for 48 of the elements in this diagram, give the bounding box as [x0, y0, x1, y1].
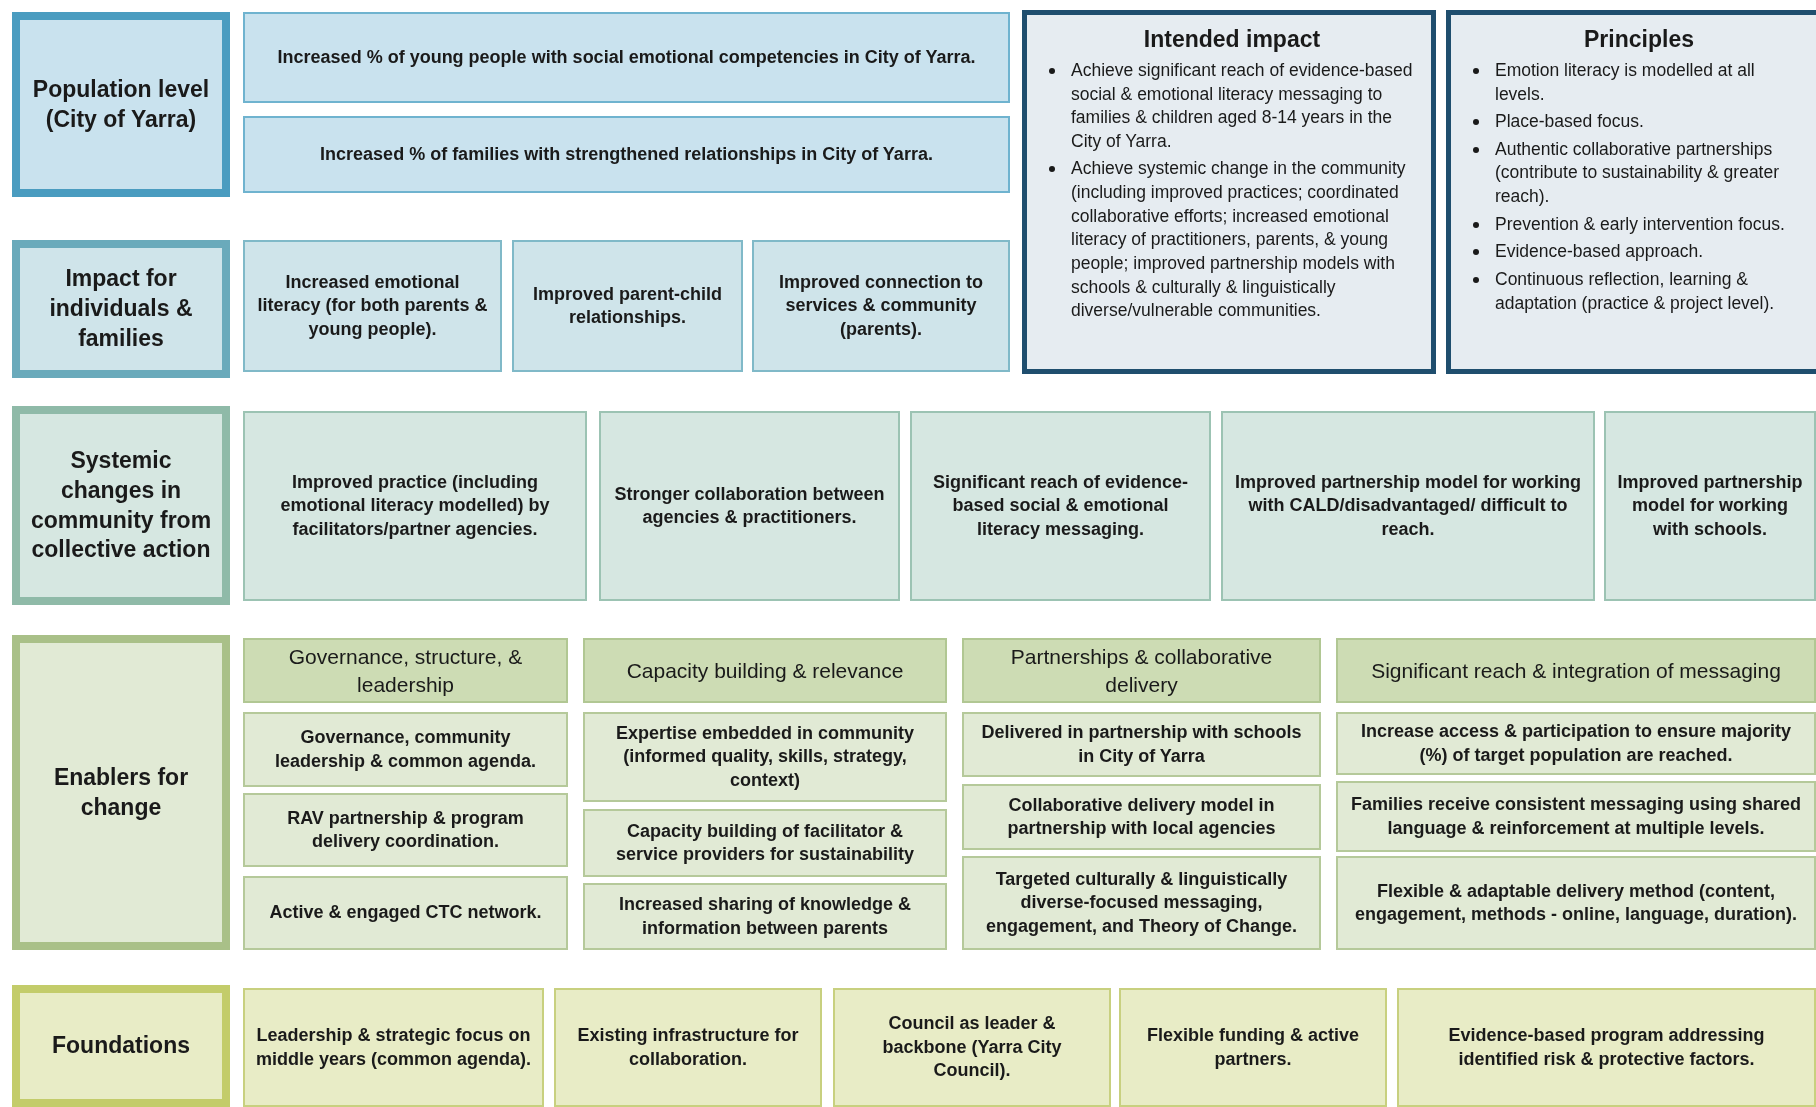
bullet-text: Authentic collaborative partnerships (contribute to sustainability & greater reach).: [1495, 137, 1781, 208]
outcome-box: Active & engaged CTC network.: [243, 876, 568, 950]
bullet-text: Evidence-based approach.: [1495, 240, 1704, 264]
row-heading-box: Enablers for change: [12, 635, 230, 950]
outcome-box: Expertise embedded in community (informed quality, skills, strategy, context): [583, 712, 947, 802]
bullet-text: Place-based focus.: [1495, 110, 1644, 134]
outcome-box: Governance, community leadership & common agenda.: [243, 712, 568, 787]
bulleted-panel: [1446, 10, 1816, 374]
panel-heading: Intended impact: [1142, 25, 1322, 54]
outcome-box: Increase access & participation to ensure majority (%) of target population are reached.: [1336, 712, 1816, 775]
outcome-box: Existing infrastructure for collaboration.: [554, 988, 822, 1107]
row-heading-box: Impact for individuals & families: [12, 240, 230, 378]
outcome-box: Improved practice (including emotional literacy modelled) by facilitators/partner agencies.: [243, 411, 587, 601]
outcome-box: Significant reach of evidence-based social & emotional literacy messaging.: [910, 411, 1211, 601]
row-heading-box: Population level (City of Yarra): [12, 12, 230, 197]
bullet-text: Continuous reflection, learning & adaptation (practice & project level).: [1495, 267, 1776, 315]
outcome-box: Delivered in partnership with schools in City of Yarra: [962, 712, 1321, 777]
outcome-box: Improved connection to services & community (parents).: [752, 240, 1010, 372]
bullet-text: Achieve systemic change in the community (including improved practices; coordinated collaborative efforts; increased emotional literacy of practitioners, parents, & young people; improved partnership models with schools & culturally & linguistically diverse/vulnerable communities.: [1071, 157, 1407, 323]
outcome-box: Targeted culturally & linguistically diverse-focused messaging, engagement, and Theory of Change.: [962, 856, 1321, 950]
bullet-text: Achieve significant reach of evidence-based social & emotional literacy messaging to families & children aged 8-14 years in the City of Yarra.: [1071, 58, 1414, 153]
outcome-box: Families receive consistent messaging using shared language & reinforcement at multiple levels.: [1336, 781, 1816, 852]
outcome-box: Collaborative delivery model in partnership with local agencies: [962, 784, 1321, 850]
outcome-box: RAV partnership & program delivery coordination.: [243, 793, 568, 867]
panel-heading: Principles: [1583, 25, 1695, 54]
row-heading-box: Systemic changes in community from collective action: [12, 406, 230, 605]
bullet-text: Emotion literacy is modelled at all levels.: [1495, 58, 1756, 106]
row-heading-box: Foundations: [12, 985, 230, 1107]
outcome-box: Council as leader & backbone (Yarra City Council).: [833, 988, 1111, 1107]
outcome-box: Stronger collaboration between agencies & practitioners.: [599, 411, 900, 601]
outcome-box: Increased sharing of knowledge & information between parents: [583, 883, 947, 950]
column-heading-box: Significant reach & integration of messaging: [1336, 638, 1816, 703]
outcome-box: Improved parent-child relationships.: [512, 240, 743, 372]
column-heading-box: Governance, structure, & leadership: [243, 638, 568, 703]
outcome-box: Improved partnership model for working with schools.: [1604, 411, 1816, 601]
outcome-box: Increased emotional literacy (for both parents & young people).: [243, 240, 502, 372]
outcome-box: Increased % of families with strengthened relationships in City of Yarra.: [243, 116, 1010, 193]
outcome-box: Leadership & strategic focus on middle years (common agenda).: [243, 988, 544, 1107]
outcome-box: Increased % of young people with social emotional competencies in City of Yarra.: [243, 12, 1010, 103]
outcome-box: Flexible & adaptable delivery method (content, engagement, methods - online, language, duration).: [1336, 856, 1816, 950]
outcome-box: Evidence-based program addressing identified risk & protective factors.: [1397, 988, 1816, 1107]
bulleted-panel: [1022, 10, 1436, 374]
outcome-box: Flexible funding & active partners.: [1119, 988, 1387, 1107]
column-heading-box: Capacity building & relevance: [583, 638, 947, 703]
outcome-box: Capacity building of facilitator & service providers for sustainability: [583, 809, 947, 877]
bullet-text: Prevention & early intervention focus.: [1495, 212, 1785, 236]
outcome-box: Improved partnership model for working with CALD/disadvantaged/ difficult to reach.: [1221, 411, 1595, 601]
column-heading-box: Partnerships & collaborative delivery: [962, 638, 1321, 703]
